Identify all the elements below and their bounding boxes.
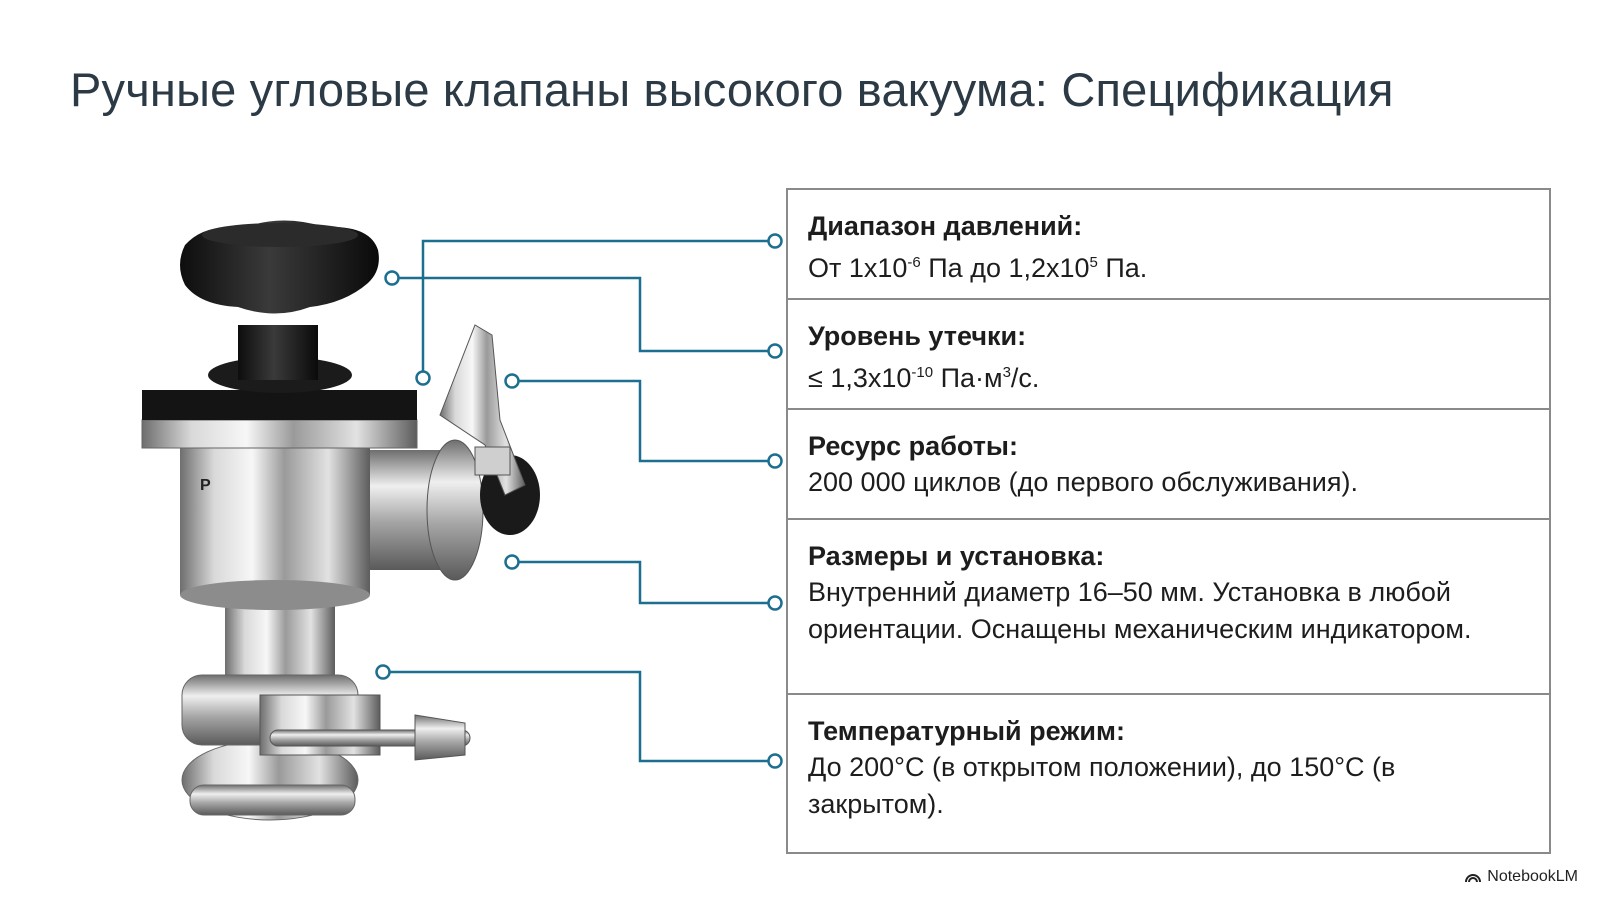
spec-leak-rate: Уровень утечки: ≤ 1,3x10-10 Па·м3/с.	[788, 300, 1549, 410]
leader-dot	[767, 343, 783, 359]
side-port	[365, 324, 540, 581]
valve-illustration: P	[141, 220, 540, 821]
spec-temperature: Температурный режим: До 200°C (в открыто…	[788, 695, 1549, 852]
leader-dot	[415, 370, 431, 386]
spec-label: Уровень утечки:	[808, 321, 1027, 351]
spec-pressure-range: Диапазон давлений: От 1x10-6 Па до 1,2x1…	[788, 190, 1549, 300]
leader-dot	[767, 233, 783, 249]
notebooklm-brand: NotebookLM	[1465, 868, 1578, 886]
spec-label: Размеры и установка:	[808, 541, 1105, 571]
leader-dot	[375, 664, 391, 680]
spec-value: До 200°C (в открытом положении), до 150°…	[808, 752, 1396, 819]
spec-label: Температурный режим:	[808, 716, 1125, 746]
spec-value: От 1x10-6 Па до 1,2x105 Па.	[808, 253, 1148, 283]
spec-value: 200 000 циклов (до первого обслуживания)…	[808, 467, 1358, 497]
spec-table: Диапазон давлений: От 1x10-6 Па до 1,2x1…	[786, 188, 1551, 854]
leader-dot	[767, 753, 783, 769]
leader-dot	[767, 453, 783, 469]
knob	[180, 220, 379, 314]
bottom-clamp	[181, 674, 471, 821]
leader-line-pressure	[421, 239, 770, 378]
leader-line-temperature	[383, 670, 770, 763]
spec-dimensions: Размеры и установка: Внутренний диаметр …	[788, 520, 1549, 695]
leader-dot	[767, 595, 783, 611]
leader-dot	[384, 270, 400, 286]
leader-line-dimensions	[512, 560, 770, 605]
brand-label: NotebookLM	[1487, 868, 1578, 885]
spec-value: Внутренний диаметр 16–50 мм. Установка в…	[808, 577, 1472, 644]
spec-label: Диапазон давлений:	[808, 211, 1083, 241]
page-title: Ручные угловые клапаны высокого вакуума:…	[70, 63, 1394, 116]
spec-label: Ресурс работы:	[808, 431, 1018, 461]
leader-line-leak	[392, 276, 770, 353]
notebooklm-logo-icon	[1465, 874, 1482, 883]
spec-value: ≤ 1,3x10-10 Па·м3/с.	[808, 363, 1040, 393]
leader-line-resource	[512, 379, 770, 463]
spec-service-life: Ресурс работы: 200 000 циклов (до первог…	[788, 410, 1549, 520]
svg-text:P: P	[200, 477, 211, 494]
leader-dot	[504, 373, 520, 389]
leader-dot	[504, 554, 520, 570]
